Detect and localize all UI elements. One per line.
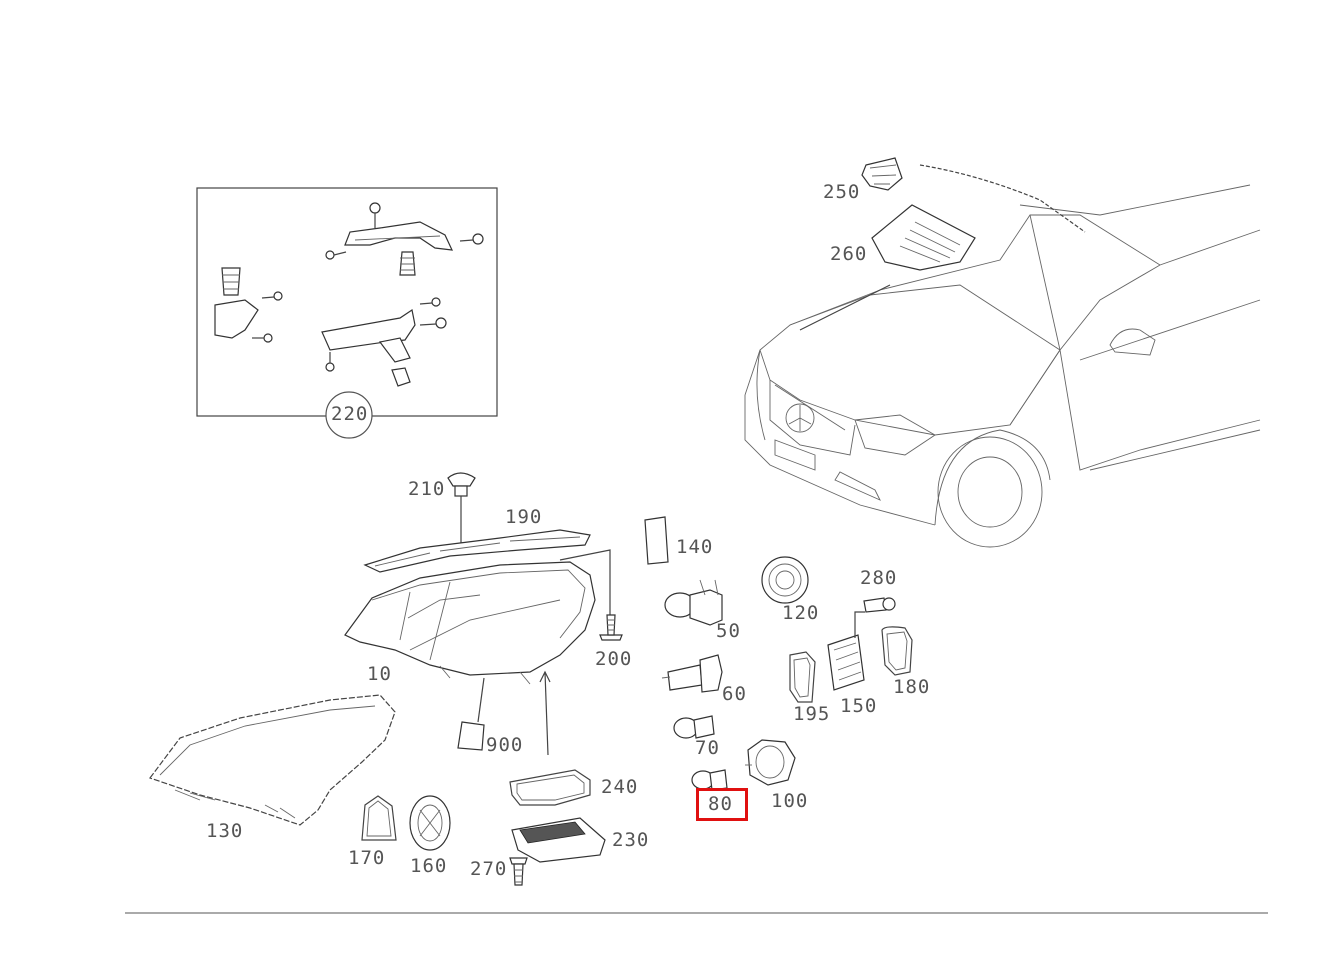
label-160[interactable]: 160	[410, 855, 448, 877]
label-180[interactable]: 180	[893, 676, 931, 698]
label-240[interactable]: 240	[601, 776, 639, 798]
label-230[interactable]: 230	[612, 829, 650, 851]
label-60[interactable]: 60	[722, 683, 747, 705]
headlamp-assembly	[344, 472, 623, 756]
label-900[interactable]: 900	[486, 734, 524, 756]
bulbs-and-parts	[361, 516, 913, 886]
label-150[interactable]: 150	[840, 695, 878, 717]
label-50[interactable]: 50	[716, 620, 741, 642]
rain-sensor	[799, 157, 1086, 331]
label-280[interactable]: 280	[860, 567, 898, 589]
label-140[interactable]: 140	[676, 536, 714, 558]
label-250[interactable]: 250	[823, 181, 861, 203]
label-220[interactable]: 220	[331, 403, 369, 425]
mounting-kit-box	[196, 187, 498, 439]
label-130[interactable]: 130	[206, 820, 244, 842]
label-270[interactable]: 270	[470, 858, 508, 880]
label-120[interactable]: 120	[782, 602, 820, 624]
label-10[interactable]: 10	[367, 663, 392, 685]
label-190[interactable]: 190	[505, 506, 543, 528]
label-170[interactable]: 170	[348, 847, 386, 869]
label-210[interactable]: 210	[408, 478, 446, 500]
headlamp-lens	[149, 694, 396, 826]
highlight-box-80	[696, 788, 748, 821]
label-100[interactable]: 100	[771, 790, 809, 812]
label-260[interactable]: 260	[830, 243, 868, 265]
label-70[interactable]: 70	[695, 737, 720, 759]
label-80[interactable]: 80	[708, 793, 733, 815]
label-195[interactable]: 195	[793, 703, 831, 725]
car-illustration	[744, 184, 1261, 548]
label-200[interactable]: 200	[595, 648, 633, 670]
